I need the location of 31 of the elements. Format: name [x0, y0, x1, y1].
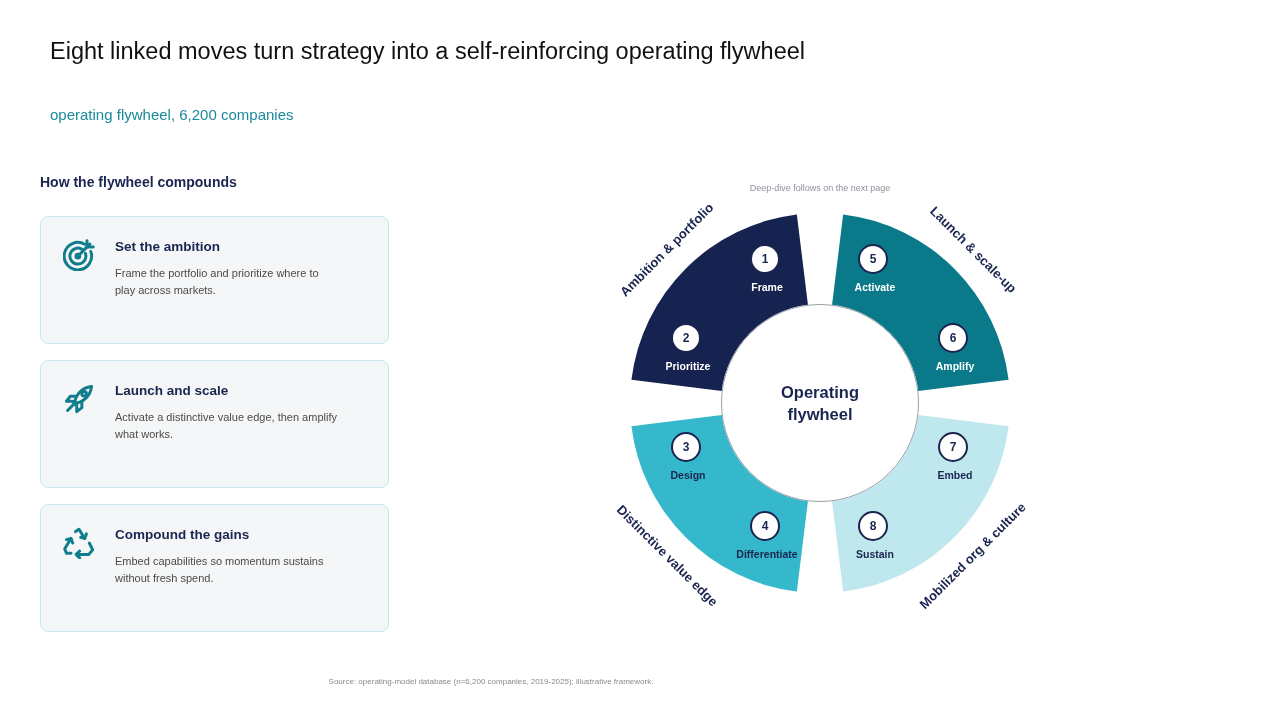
step-label: Embed: [937, 469, 973, 481]
step-label: Differentiate: [736, 548, 798, 560]
step-number: 8: [869, 519, 877, 533]
card-heading: Compound the gains: [115, 527, 250, 542]
card-heading: Launch and scale: [115, 383, 229, 398]
info-card: [40, 360, 389, 488]
step-number: 1: [761, 252, 769, 266]
step-number: 4: [761, 519, 769, 533]
step-number: 5: [869, 252, 877, 266]
subtitle: operating flywheel, 6,200 companies: [50, 106, 294, 123]
step-label: Frame: [751, 281, 783, 293]
section-heading: How the flywheel compounds: [40, 174, 237, 190]
step-label: Sustain: [856, 548, 894, 560]
note-text: Deep-dive follows on the next page: [749, 183, 891, 193]
step-number: 7: [949, 440, 957, 454]
step-label: Design: [670, 469, 706, 481]
hub-label: Operating flywheel: [780, 382, 860, 425]
step-label: Activate: [854, 281, 896, 293]
info-card: [40, 216, 389, 344]
card-text: Activate a distinctive value edge, then amplify what works.: [115, 410, 338, 442]
step-label: Prioritize: [665, 360, 711, 372]
card-text: Embed capabilities so momentum sustains without fresh spend.: [115, 554, 325, 586]
source-note: Source: operating-model database (n=6,200 companies, 2019-2025); illustrative framework.: [328, 677, 654, 686]
info-card: [40, 504, 389, 632]
step-number: 3: [682, 440, 690, 454]
card-text: Frame the portfolio and prioritize where to play across markets.: [115, 266, 320, 298]
step-number: 2: [682, 331, 690, 345]
page-title: Eight linked moves turn strategy into a self-reinforcing operating flywheel: [50, 38, 805, 65]
step-label: Amplify: [935, 360, 975, 372]
card-heading: Set the ambition: [115, 239, 220, 254]
step-number: 6: [949, 331, 957, 345]
